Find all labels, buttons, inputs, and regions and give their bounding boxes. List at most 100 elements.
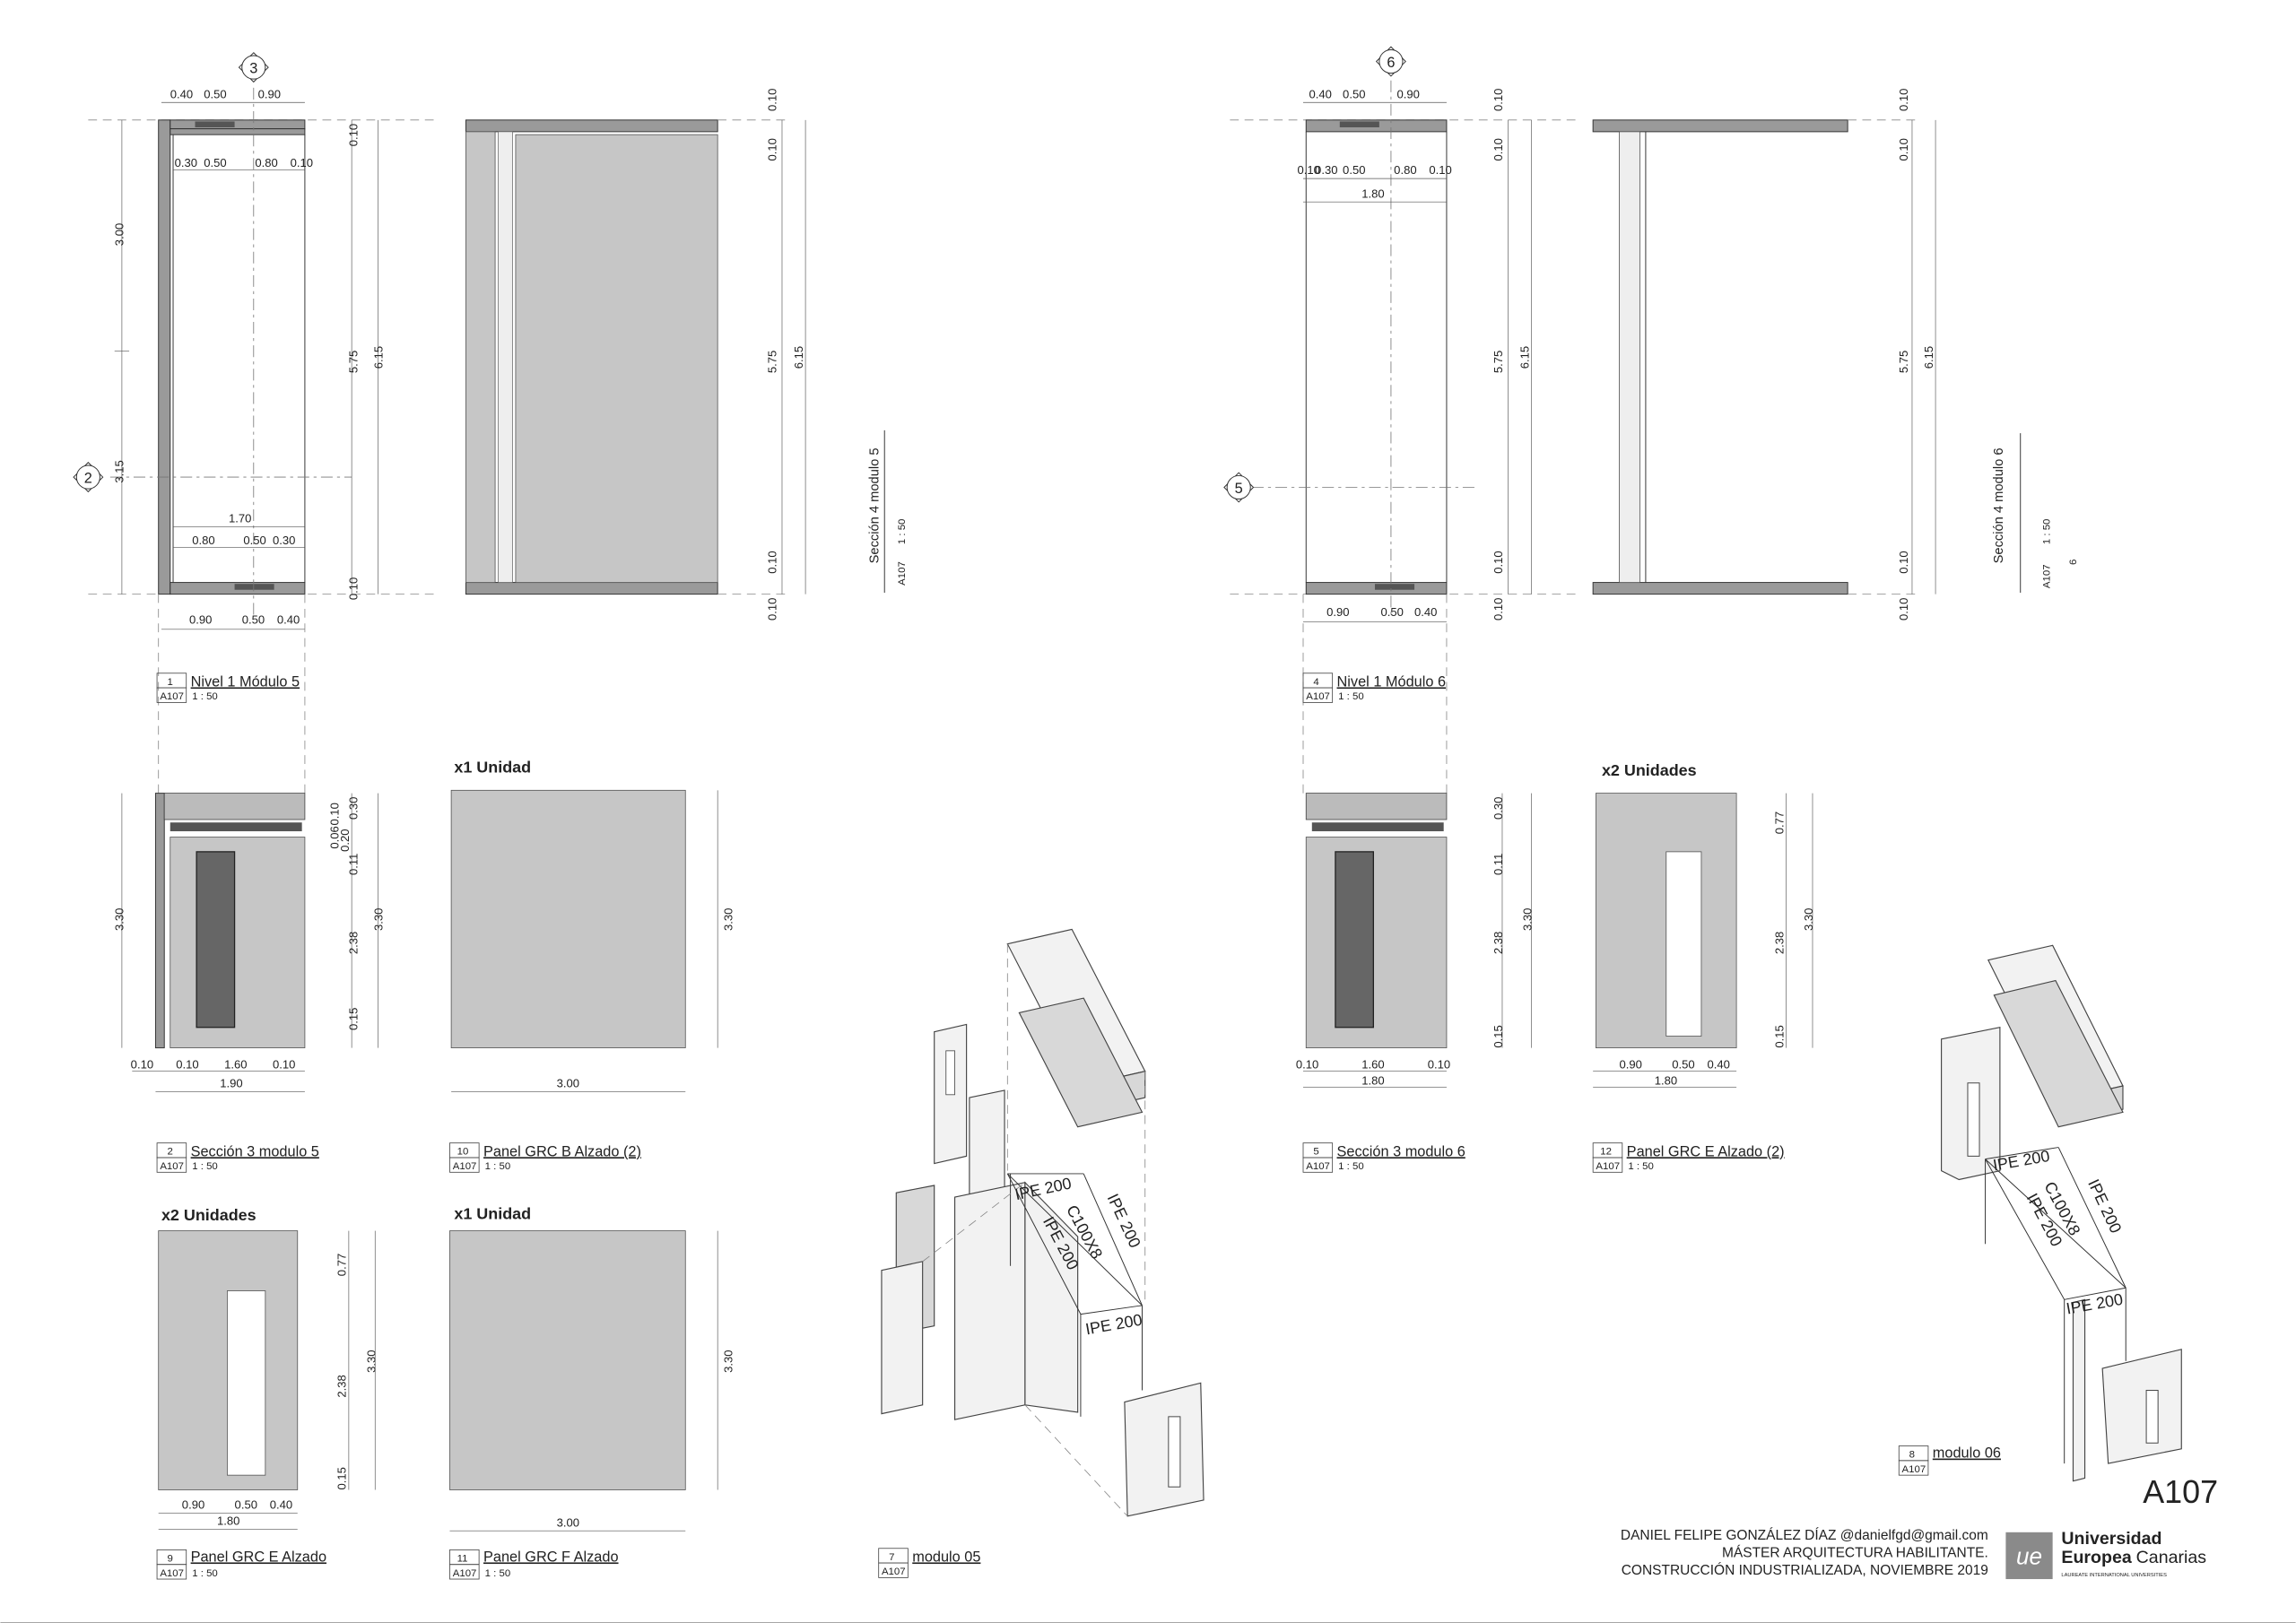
svg-text:1: 1 <box>167 677 172 688</box>
dim-text: 3.30 <box>721 908 735 931</box>
dim-text: 3.30 <box>721 1350 735 1373</box>
dim-text: 0.80 <box>192 534 214 547</box>
dim-text: 0.80 <box>255 156 277 169</box>
dim-text: 5.75 <box>1897 351 1910 373</box>
dim-text: 0.50 <box>1343 87 1365 100</box>
dim-text: 0.10 <box>176 1057 198 1071</box>
svg-text:IPE 200: IPE 200 <box>2065 1290 2124 1318</box>
svg-text:MÁSTER ARQUITECTURA HABILITANT: MÁSTER ARQUITECTURA HABILITANTE. <box>1722 1546 1988 1561</box>
dim-text: 0.50 <box>1381 605 1404 619</box>
plan-module-5: 0.40 0.50 0.90 0.30 0.50 0.80 0.10 1.70 … <box>73 52 440 630</box>
svg-text:ue: ue <box>2016 1543 2042 1570</box>
svg-text:IPE 200: IPE 200 <box>1013 1174 1074 1203</box>
svg-text:x2 Unidades: x2 Unidades <box>161 1206 257 1224</box>
dim-text: 0.30 <box>175 156 197 169</box>
dim-text: 0.10 <box>1492 551 1505 573</box>
dim-text: 1.60 <box>224 1057 247 1071</box>
dim-text: 2.38 <box>347 932 361 954</box>
dim-text: 3.00 <box>557 1515 579 1529</box>
dim-text: 0.40 <box>277 612 300 626</box>
svg-text:4: 4 <box>1313 677 1319 688</box>
svg-text:7: 7 <box>889 1552 894 1563</box>
svg-text:8: 8 <box>1909 1450 1915 1461</box>
svg-text:11: 11 <box>457 1553 468 1564</box>
dim-text: 5.75 <box>1492 351 1505 373</box>
dim-text: 0.90 <box>189 612 212 626</box>
dim-text: 0.30 <box>273 534 295 547</box>
dim-text: 0.40 <box>170 87 193 100</box>
dim-text: 0.20 <box>338 829 352 851</box>
grid-bubble-3: 3 <box>238 52 269 83</box>
svg-text:1 : 50: 1 : 50 <box>192 691 218 702</box>
svg-text:1 : 50: 1 : 50 <box>1338 1161 1364 1172</box>
grid-bubble-5: 5 <box>1223 472 1255 503</box>
panel-grc-e-2: x2 Unidades 0.90 0.50 0.40 1.80 0.77 2.3… <box>1593 761 1815 1088</box>
dim-text: 2.38 <box>335 1375 349 1397</box>
svg-text:IPE 200: IPE 200 <box>1992 1147 2051 1175</box>
dim-text: 3.30 <box>1521 908 1535 931</box>
dim-text: 0.90 <box>1396 87 1419 100</box>
dim-text: 0.40 <box>1707 1057 1729 1071</box>
svg-text:modulo 06: modulo 06 <box>1933 1445 2001 1462</box>
svg-text:Panel GRC E Alzado (2): Panel GRC E Alzado (2) <box>1627 1143 1785 1159</box>
dim-text: 0.15 <box>1772 1025 1786 1047</box>
svg-text:x2 Unidades: x2 Unidades <box>1602 761 1697 779</box>
dim-text: 1.60 <box>1361 1057 1384 1071</box>
dim-text: 3.30 <box>113 908 126 931</box>
dim-text: 0.10 <box>1897 89 1910 111</box>
dim-text: 1.80 <box>1361 1073 1384 1087</box>
grid-bubble-2: 2 <box>73 462 104 493</box>
dim-text: 5.75 <box>347 351 361 373</box>
svg-text:Panel GRC F Alzado: Panel GRC F Alzado <box>483 1549 619 1565</box>
dim-text: 1.80 <box>1361 187 1384 200</box>
svg-text:A107: A107 <box>2041 564 2052 588</box>
dim-text: 2.38 <box>1492 932 1505 954</box>
svg-text:Sección 3 modulo 6: Sección 3 modulo 6 <box>1337 1143 1465 1159</box>
svg-text:5: 5 <box>1235 481 1243 497</box>
svg-text:A107: A107 <box>1596 1161 1620 1172</box>
dim-text: 0.50 <box>235 1498 257 1512</box>
dim-text: 0.50 <box>204 87 226 100</box>
section-module-6-long: 0.10 0.10 5.75 6.15 0.10 0.10 <box>1592 89 1936 621</box>
dim-text: 0.11 <box>347 854 361 875</box>
dim-text: 6.15 <box>1518 346 1531 369</box>
dim-text: 3.00 <box>557 1077 579 1090</box>
svg-text:1 : 50: 1 : 50 <box>1628 1161 1654 1172</box>
title-block: DANIEL FELIPE GONZÁLEZ DÍAZ @danielfgd@g… <box>1621 1528 2206 1580</box>
section-3-module-5: 3.30 3.30 2.38 0.15 0.11 0.10 0.06 0.20 … <box>113 793 385 1092</box>
dim-text: 3.30 <box>364 1350 378 1373</box>
svg-text:1 : 50: 1 : 50 <box>897 519 908 545</box>
svg-text:6: 6 <box>2068 560 2079 565</box>
isometric-module-06: IPE 200 IPE 200 C100X8 IPE 200 IPE 200 <box>1941 944 2182 1482</box>
dim-text: 0.40 <box>270 1498 292 1512</box>
dim-text: 0.10 <box>1897 551 1910 573</box>
svg-text:5: 5 <box>1313 1147 1318 1158</box>
dim-text: 0.10 <box>1492 89 1505 111</box>
dim-text: 3.30 <box>371 908 385 931</box>
dim-text: 0.06 <box>327 826 341 848</box>
dim-text: 0.10 <box>327 803 341 825</box>
svg-text:DANIEL FELIPE GONZÁLEZ DÍAZ @d: DANIEL FELIPE GONZÁLEZ DÍAZ @danielfgd@g… <box>1621 1528 1988 1543</box>
svg-text:10: 10 <box>457 1147 469 1158</box>
panel-grc-e: x2 Unidades 0.90 0.50 0.40 1.80 0.77 2.3… <box>158 1206 378 1530</box>
dim-text: 0.10 <box>765 551 778 573</box>
dim-text: 0.90 <box>258 87 281 100</box>
svg-text:A107: A107 <box>897 561 908 586</box>
section-3-module-6: 2.38 3.30 0.11 0.30 0.15 0.10 1.60 0.10 … <box>1296 793 1535 1088</box>
svg-text:Sección 4 modulo 5: Sección 4 modulo 5 <box>868 447 883 563</box>
svg-text:A107: A107 <box>453 1568 477 1579</box>
svg-text:modulo 05: modulo 05 <box>912 1549 980 1565</box>
dim-text: 0.10 <box>1897 138 1910 161</box>
dim-text: 3.15 <box>113 460 126 482</box>
dim-text: 0.90 <box>1620 1057 1642 1071</box>
svg-text:A107: A107 <box>882 1567 906 1577</box>
